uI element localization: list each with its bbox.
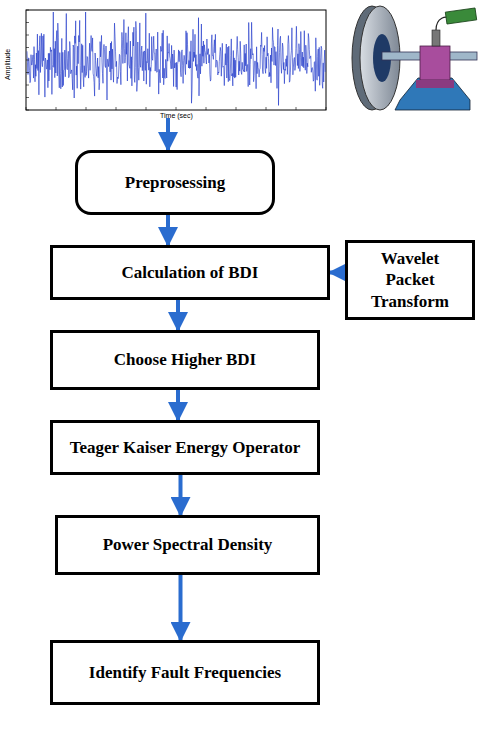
step-label: Choose Higher BDI xyxy=(114,349,256,370)
step-label: Power Spectral Density xyxy=(103,534,273,555)
flow-arrow xyxy=(179,475,183,515)
step-label: Calculation of BDI xyxy=(122,262,259,283)
process-box: Teager Kaiser Energy Operator xyxy=(50,420,320,475)
flow-arrow xyxy=(179,575,183,640)
step-label: Identify Fault Frequencies xyxy=(89,662,281,683)
flow-arrow xyxy=(330,271,345,275)
axis-label: Time (sec) xyxy=(160,112,193,119)
process-box: Choose Higher BDI xyxy=(50,330,320,390)
axis-label: Amplitude xyxy=(4,49,11,80)
machine-drawing xyxy=(352,6,477,110)
flow-arrow xyxy=(176,390,180,420)
flow-arrow xyxy=(166,118,170,150)
flow-arrow xyxy=(166,215,170,245)
step-label: Preprosessing xyxy=(125,172,225,193)
process-box: Identify Fault Frequencies xyxy=(50,640,320,705)
step-label: Wavelet Packet Transform xyxy=(356,248,464,312)
process-box: Preprosessing xyxy=(75,150,275,215)
signal-trace xyxy=(27,12,325,105)
plot-ticks xyxy=(26,10,326,110)
step-label: Teager Kaiser Energy Operator xyxy=(70,437,301,458)
process-box: Wavelet Packet Transform xyxy=(345,240,475,320)
process-box: Power Spectral Density xyxy=(55,515,320,575)
flow-arrow xyxy=(176,300,180,330)
plot-frame xyxy=(26,10,326,110)
process-box: Calculation of BDI xyxy=(50,245,330,300)
